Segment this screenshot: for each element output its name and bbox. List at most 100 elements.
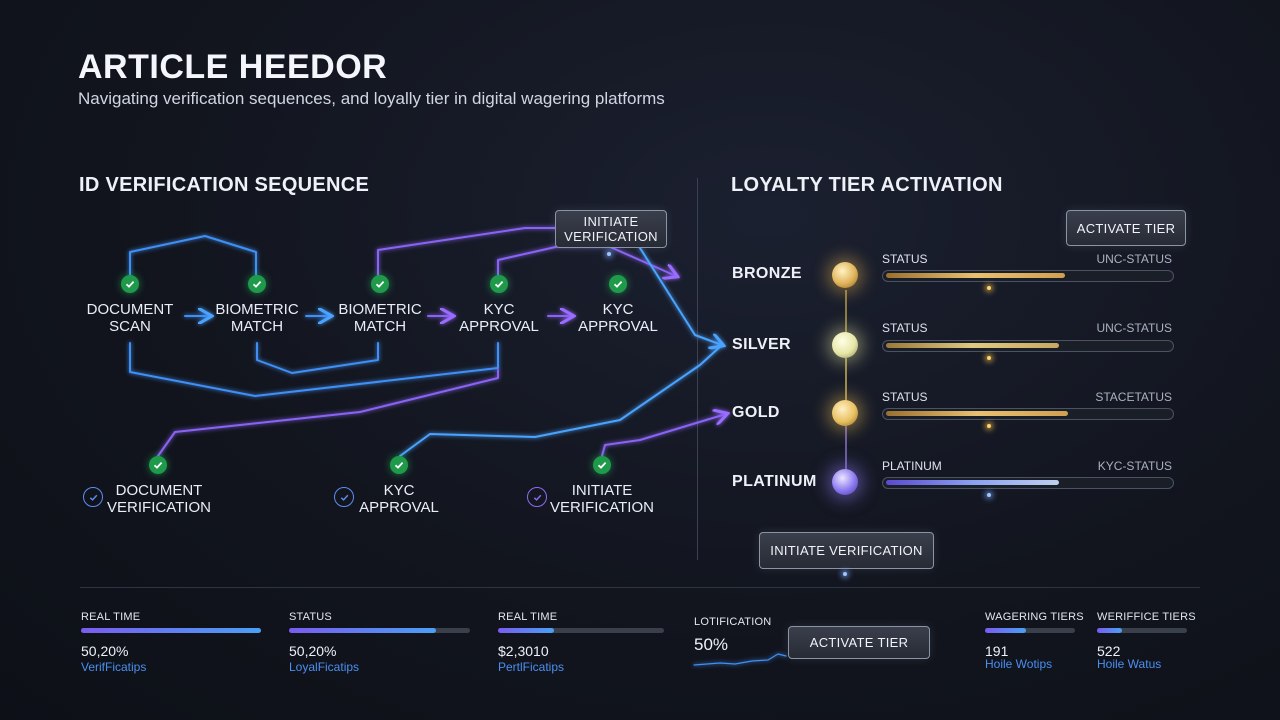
connector-blue-long xyxy=(129,342,499,397)
tier-name-bronze: BRONZE xyxy=(732,265,802,282)
stat-sub: Hoile Watus xyxy=(1097,657,1162,671)
gold-orb-icon[interactable] xyxy=(832,400,858,426)
loyalty-section-title: LOYALTY TIER ACTIVATION xyxy=(731,174,1003,196)
check-icon xyxy=(593,456,611,474)
stat-bar-fill xyxy=(1097,628,1122,633)
check-icon xyxy=(490,275,508,293)
gold-status-bar xyxy=(882,408,1174,420)
check-icon xyxy=(609,275,627,293)
tier-bar-fill xyxy=(886,343,1059,348)
stat-progress-bar xyxy=(985,628,1075,633)
silver-status-bar xyxy=(882,340,1174,352)
tier-name-platinum: PLATINUM xyxy=(732,473,817,490)
connector-purple-down xyxy=(157,369,499,457)
stat-sub: LoyalFicatips xyxy=(289,660,360,674)
tier-connector xyxy=(845,290,847,334)
stat-value: 50,20% xyxy=(81,643,129,659)
stat-value: 50,20% xyxy=(289,643,337,659)
stat-label: STATUS xyxy=(289,611,332,623)
sparkle-icon xyxy=(843,572,847,576)
tier-name-silver: SILVER xyxy=(732,336,792,353)
page-title: ARTICLE HEEDOR xyxy=(78,48,388,86)
sparkle-icon xyxy=(987,356,991,360)
stat-value: 522 xyxy=(1097,643,1121,659)
check-icon xyxy=(149,456,167,474)
tier-status-right: UNC-STATUS xyxy=(1096,321,1172,335)
platinum-orb-icon[interactable] xyxy=(832,469,858,495)
sparkle-icon xyxy=(987,493,991,497)
stat-value: $2,3010 xyxy=(498,643,549,659)
platinum-status-bar xyxy=(882,477,1174,489)
stat-sub: PertlFicatips xyxy=(498,660,565,674)
initiate-verification-tier-button[interactable]: INITIATE VERIFICATION xyxy=(759,532,934,569)
stat-label: REAL TIME xyxy=(81,611,141,623)
tier-status-label: STATUS xyxy=(882,390,928,404)
tier-bar-fill xyxy=(886,273,1065,278)
initiate-verification-label: INITIATE xyxy=(583,214,639,229)
connector-blue-to-silver xyxy=(639,247,722,345)
stat-sub: Hoile Wotips xyxy=(985,657,1053,671)
activate-tier-stats-button[interactable]: ACTIVATE TIER xyxy=(788,626,930,659)
stat-bar-fill xyxy=(289,628,436,633)
connector-purple-to-gold xyxy=(601,414,726,457)
tier-status-label: STATUS xyxy=(882,321,928,335)
page-subtitle: Navigating verification sequences, and l… xyxy=(78,89,665,108)
stat-value: 191 xyxy=(985,643,1009,659)
initiate-verification-label: VERIFICATION xyxy=(564,229,658,244)
sparkle-icon xyxy=(987,286,991,290)
tier-connector xyxy=(845,426,847,470)
stat-label: WERIFFICE TIERS xyxy=(1097,611,1196,623)
verification-section-title: ID VERIFICATION SEQUENCE xyxy=(79,174,370,196)
initiate-verification-button[interactable]: INITIATE VERIFICATION xyxy=(555,210,667,248)
tier-status-right: UNC-STATUS xyxy=(1096,252,1172,266)
check-icon xyxy=(371,275,389,293)
activate-tier-button[interactable]: ACTIVATE TIER xyxy=(1066,210,1186,246)
stat-label: REAL TIME xyxy=(498,611,558,623)
stats-divider xyxy=(80,587,1200,588)
section-divider xyxy=(697,178,698,560)
tier-status-right: STACETATUS xyxy=(1095,390,1172,404)
stat-label: LOTIFICATION xyxy=(694,616,772,628)
tier-name-gold: GOLD xyxy=(732,404,780,421)
circle-check-icon xyxy=(83,487,103,507)
stat-value: 50% xyxy=(694,635,729,654)
stat-progress-bar xyxy=(289,628,470,633)
bronze-status-bar xyxy=(882,270,1174,282)
connector-arch-top xyxy=(129,235,257,276)
tier-status-label: STATUS xyxy=(882,252,928,266)
sparkle-icon xyxy=(607,252,611,256)
circle-check-icon xyxy=(334,487,354,507)
stat-bar-fill xyxy=(985,628,1026,633)
check-icon xyxy=(248,275,266,293)
stats-sparkline xyxy=(693,653,787,666)
stat-progress-bar xyxy=(81,628,261,633)
tier-bar-fill xyxy=(886,411,1068,416)
tier-bar-fill xyxy=(886,480,1059,485)
tier-status-label: PLATINUM xyxy=(882,459,942,473)
circle-check-icon xyxy=(527,487,547,507)
stat-progress-bar xyxy=(498,628,664,633)
check-icon xyxy=(390,456,408,474)
stat-progress-bar xyxy=(1097,628,1187,633)
sparkle-icon xyxy=(987,424,991,428)
check-icon xyxy=(121,275,139,293)
bronze-orb-icon[interactable] xyxy=(832,262,858,288)
stat-bar-fill xyxy=(81,628,261,633)
connector-purple-upper xyxy=(377,227,559,276)
tier-status-right: KYC-STATUS xyxy=(1097,459,1172,473)
connector-lower-bracket xyxy=(256,342,379,374)
connector-blue-descend xyxy=(399,344,723,457)
stat-bar-fill xyxy=(498,628,554,633)
tier-connector xyxy=(845,358,847,402)
stat-label: WAGERING TIERS xyxy=(985,611,1084,623)
silver-orb-icon[interactable] xyxy=(832,332,858,358)
